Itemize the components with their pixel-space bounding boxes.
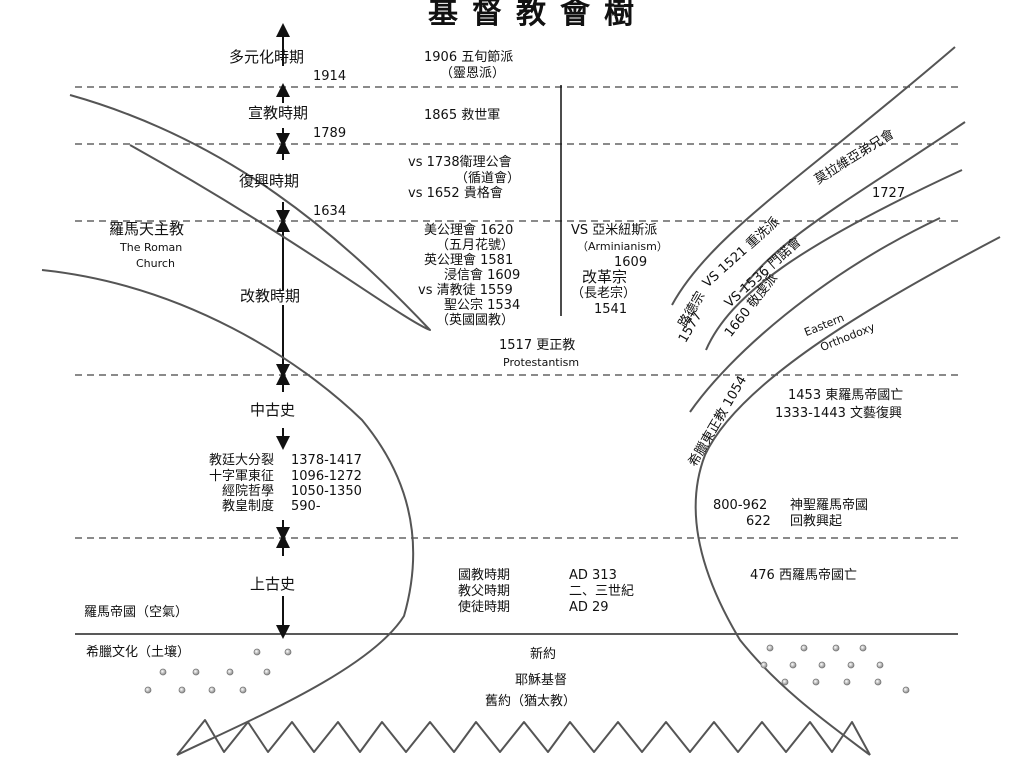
congregational-us-label: 美公理會 1620 <box>424 223 514 238</box>
roman-church-en-1: The Roman <box>120 241 183 254</box>
soil-pebbles <box>144 644 910 694</box>
quaker-label: vs 1652 貴格會 <box>408 186 503 201</box>
era-medieval: 中古史 <box>250 401 296 419</box>
byzantine-fall-label: 1453 東羅馬帝國亡 <box>788 388 904 403</box>
schism-label: 教廷大分裂 <box>208 453 274 468</box>
state-church-year: AD 313 <box>569 568 617 583</box>
church-fathers-label: 教父時期 <box>458 584 511 599</box>
papacy-year: 590- <box>291 499 321 514</box>
moravian-year: 1727 <box>872 186 906 201</box>
scholasticism-label: 經院哲學 <box>221 484 274 499</box>
era-mission: 宣教時期 <box>248 104 309 122</box>
apostolic-label: 使徒時期 <box>458 600 511 615</box>
era-pluralism: 多元化時期 <box>229 48 305 66</box>
era-revival: 復興時期 <box>239 172 300 190</box>
greek-culture-soil-label: 希臘文化（土壤） <box>86 645 191 660</box>
hre-year: 800-962 <box>713 498 768 513</box>
pentecostal-label: 1906 五旬節派 <box>424 50 514 65</box>
reformed-year: 1541 <box>594 302 628 317</box>
reformed-label: 改革宗 <box>582 268 628 286</box>
arminian-label: VS 亞米紐斯派 <box>571 223 658 238</box>
hre-label: 神聖羅馬帝國 <box>790 498 869 513</box>
era-separators <box>75 86 960 539</box>
roman-church-label: 羅馬天主教 <box>109 220 185 238</box>
roman-empire-air-label: 羅馬帝國（空氣） <box>84 605 189 620</box>
church-of-england-label: （英國國教） <box>436 313 515 328</box>
renaissance-label: 1333-1443 文藝復興 <box>775 406 902 421</box>
schism-year: 1378-1417 <box>291 453 362 468</box>
crusades-label: 十字軍東征 <box>208 469 274 484</box>
year-1634: 1634 <box>313 204 347 219</box>
charismatic-label: （靈恩派） <box>440 66 506 81</box>
year-1914: 1914 <box>313 69 347 84</box>
salvation-army-label: 1865 救世軍 <box>424 108 501 123</box>
protestantism-label: 1517 更正教 <box>499 338 576 353</box>
tree-outline <box>41 46 1001 756</box>
arminianism-en-label: （Arminianism） <box>577 240 668 253</box>
roman-church-en-2: Church <box>136 257 175 270</box>
puritan-label: vs 清教徒 1559 <box>418 283 513 298</box>
west-rome-fall-label: 476 西羅馬帝國亡 <box>750 568 857 583</box>
papacy-label: 教皇制度 <box>221 499 274 514</box>
islam-label: 回教興起 <box>790 514 843 529</box>
old-testament-label: 舊約（猶太教） <box>485 694 577 709</box>
church-fathers-year: 二、三世紀 <box>569 584 635 599</box>
anglican-label: 聖公宗 1534 <box>444 298 521 313</box>
methodist-alt-label: （循道會） <box>455 171 521 186</box>
year-1789: 1789 <box>313 126 347 141</box>
wesley-label: vs 1738衛理公會 <box>408 155 512 170</box>
arminian-year: 1609 <box>614 255 648 270</box>
mayflower-label: （五月花號） <box>436 238 515 253</box>
crusades-year: 1096-1272 <box>291 469 362 484</box>
page-title: 基督教會樹 <box>428 0 648 31</box>
apostolic-year: AD 29 <box>569 600 609 615</box>
baptist-label: 浸信會 1609 <box>444 268 521 283</box>
era-reformation: 改教時期 <box>240 287 301 305</box>
new-testament-label: 新約 <box>530 647 557 662</box>
protestantism-en-label: Protestantism <box>503 356 580 369</box>
presbyterian-label: （長老宗） <box>571 286 637 301</box>
state-church-label: 國教時期 <box>458 568 511 583</box>
congregational-uk-label: 英公理會 1581 <box>424 253 514 268</box>
era-ancient: 上古史 <box>250 575 296 593</box>
jesus-christ-label: 耶穌基督 <box>515 673 568 688</box>
scholasticism-year: 1050-1350 <box>291 484 362 499</box>
islam-year: 622 <box>746 514 771 529</box>
